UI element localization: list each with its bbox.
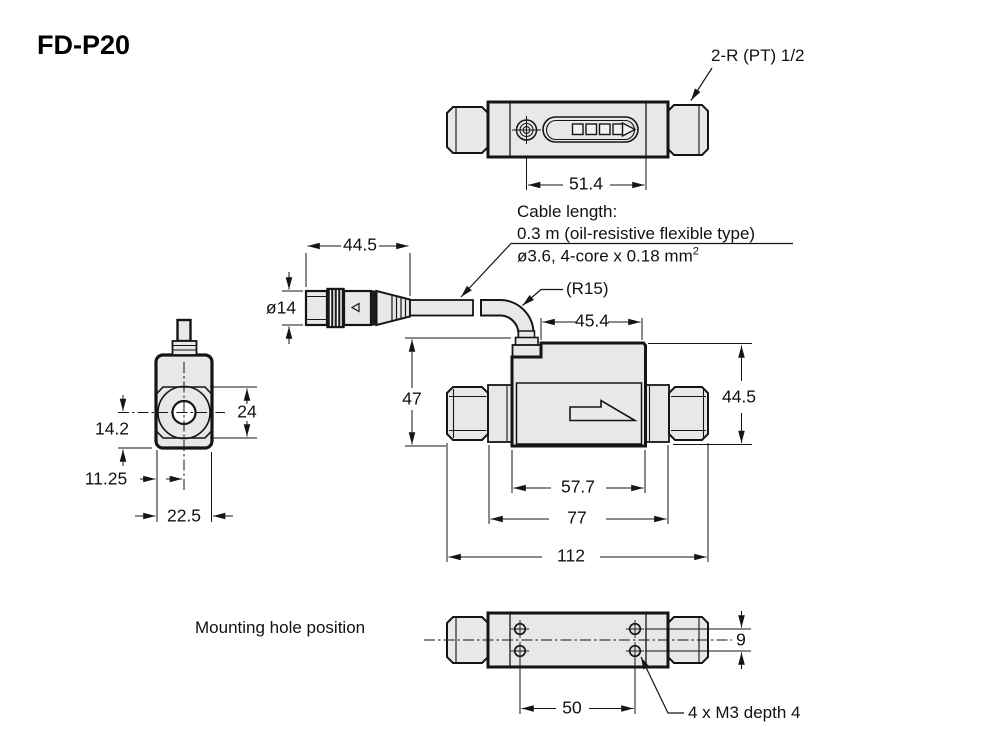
dim-hole-spacing-x: 50	[562, 697, 582, 718]
side-view	[118, 318, 257, 522]
dim-overall-width: 22.5	[166, 505, 202, 526]
dim-connector-diameter: ø14	[265, 297, 297, 318]
dim-with-necks: 77	[567, 507, 587, 528]
bend-radius-label: (R15)	[566, 279, 609, 298]
cable-note-line2: 0.3 m (oil-resistive flexible type)	[517, 224, 756, 243]
page-title: FD-P20	[37, 30, 131, 60]
cable-note-line1: Cable length:	[517, 202, 618, 221]
dim-connector-length: 44.5	[342, 234, 378, 255]
mounting-holes	[511, 620, 644, 660]
cable-note-leader	[460, 242, 793, 298]
front-view	[405, 318, 752, 562]
cable-gland	[511, 330, 542, 358]
bottom-view	[424, 611, 751, 714]
dim-body-height: 44.5	[721, 386, 757, 407]
cable-note-line3: ø3.6, 4-core x 0.18 mm2	[517, 245, 699, 266]
dim-center-to-bottom: 14.2	[94, 418, 130, 439]
adjuster-screw-icon	[512, 116, 541, 144]
thread-spec-label: 2-R (PT) 1/2	[711, 46, 805, 65]
flow-arrow-icon	[569, 399, 638, 422]
cable	[409, 299, 535, 343]
dim-center-width: 57.7	[560, 476, 596, 497]
dim-height-with-gland: 47	[402, 388, 422, 409]
dim-hole-spacing-y: 9	[736, 629, 746, 650]
top-view	[446, 67, 713, 190]
dim-top-width: 45.4	[574, 310, 610, 331]
dim-overall-length: 112	[557, 545, 585, 566]
mounting-view-label: Mounting hole position	[195, 618, 366, 637]
m12-connector	[304, 287, 411, 329]
connector-view	[282, 242, 563, 358]
dim-left-to-center: 11.25	[84, 468, 128, 489]
dim-display-width: 51.4	[568, 173, 604, 194]
dim-hex-height: 24	[237, 401, 257, 422]
indicator-window	[542, 116, 639, 143]
mounting-holes-spec-label: 4 x M3 depth 4	[688, 703, 801, 722]
